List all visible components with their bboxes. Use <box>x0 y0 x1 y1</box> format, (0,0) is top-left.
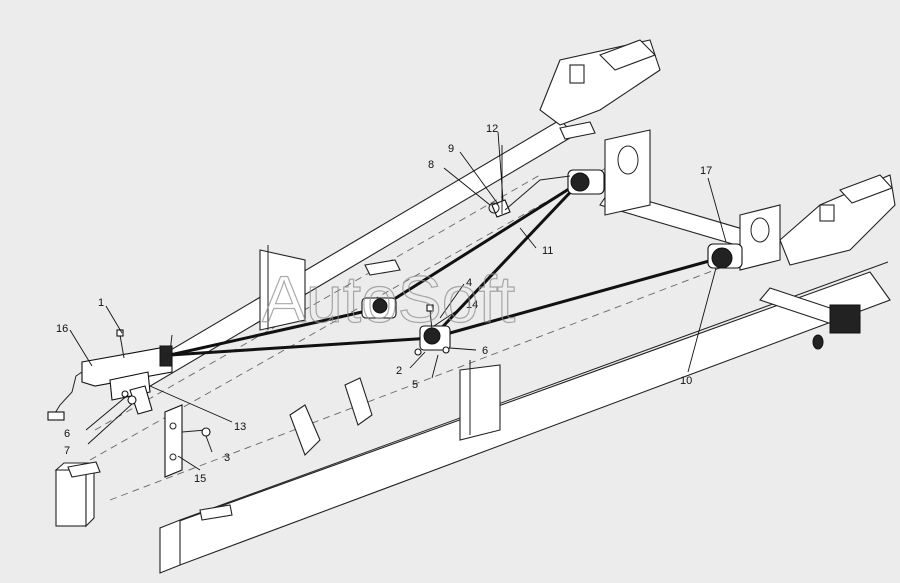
callout-16: 16 <box>56 323 68 335</box>
callout-6-right: 6 <box>482 345 488 357</box>
bracket-plate <box>164 404 211 478</box>
callout-7: 7 <box>64 445 70 457</box>
fasteners <box>116 145 571 359</box>
cable-right <box>431 256 721 340</box>
callout-13: 13 <box>234 421 246 433</box>
pulley-right <box>707 243 743 269</box>
callout-8: 8 <box>428 159 434 171</box>
cable-upper-mid <box>379 180 581 310</box>
callout-2: 2 <box>396 365 402 377</box>
callout-3: 3 <box>224 452 230 464</box>
callout-5: 5 <box>412 379 418 391</box>
callout-9: 9 <box>448 143 454 155</box>
pulley-center <box>419 325 451 351</box>
callout-labels: 1 16 6 7 13 3 15 2 5 6 4 14 8 9 12 11 17… <box>56 123 712 485</box>
callout-15: 15 <box>194 473 206 485</box>
callout-17: 17 <box>700 165 712 177</box>
callout-10: 10 <box>680 375 692 387</box>
cable-diag <box>430 180 582 340</box>
cable-upper-left <box>169 306 381 357</box>
callout-14: 14 <box>466 299 478 311</box>
callout-12: 12 <box>486 123 498 135</box>
pulley-top <box>567 169 605 195</box>
callout-11: 11 <box>542 245 553 257</box>
callout-4: 4 <box>466 277 472 289</box>
callout-6-left: 6 <box>64 428 70 440</box>
callout-1: 1 <box>98 297 104 309</box>
watermark-text: AutoSoft <box>262 262 515 336</box>
leader-lines <box>69 131 727 471</box>
cable-system <box>169 180 721 357</box>
cable-lower <box>169 336 433 357</box>
chassis-frame <box>54 39 896 574</box>
winch-assembly <box>47 345 173 421</box>
pulley-left <box>361 297 397 319</box>
